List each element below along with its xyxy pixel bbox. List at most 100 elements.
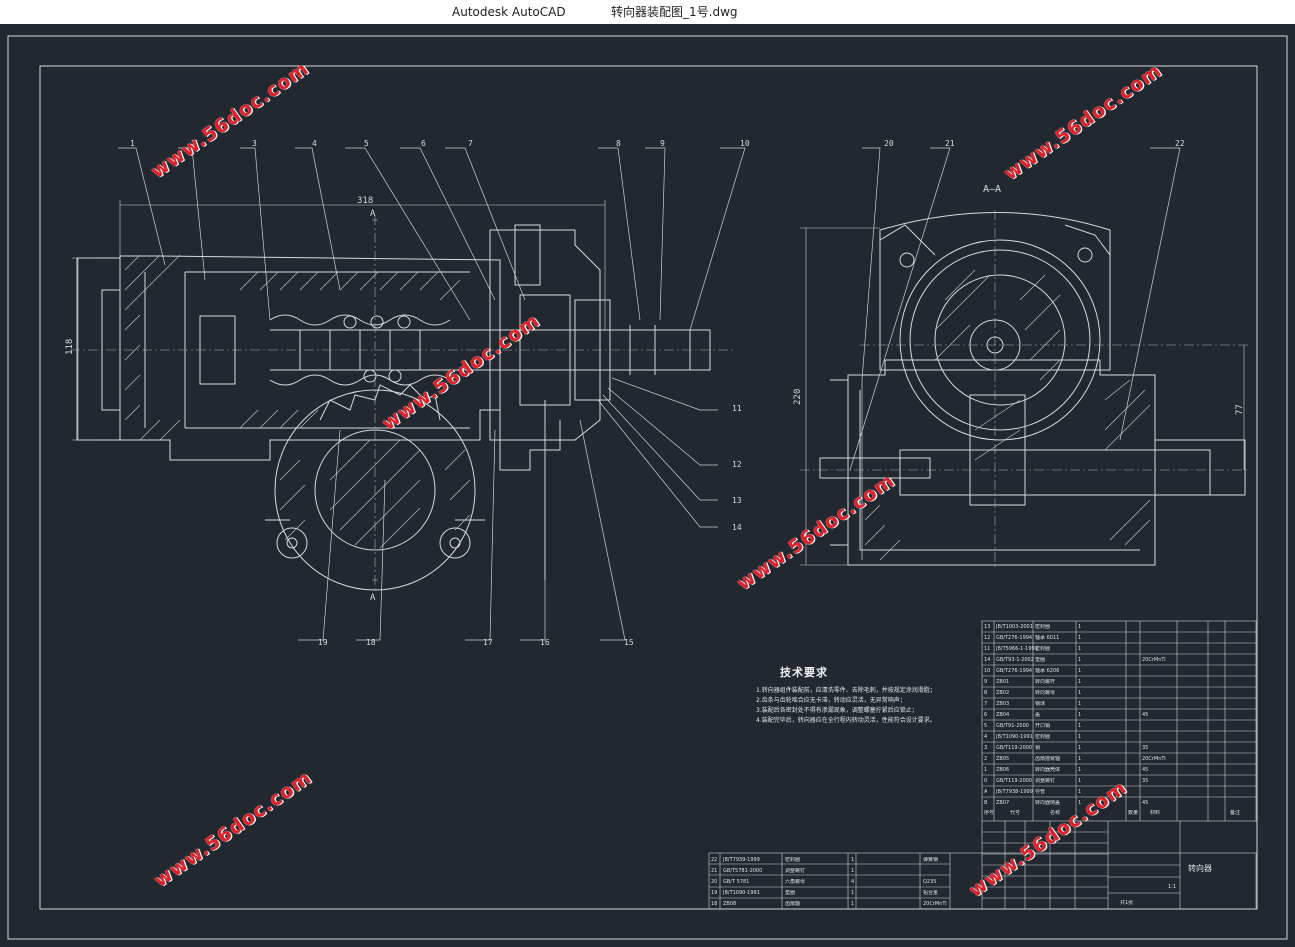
parts-cell: 1	[1078, 745, 1082, 751]
bottom-cell: 22	[711, 857, 718, 863]
callout-6: 6	[421, 139, 426, 148]
callout-22: 22	[1175, 139, 1185, 148]
bottom-cell: 调整螺钉	[785, 868, 806, 874]
centerlines-left	[70, 215, 735, 590]
parts-cell: 1	[1078, 756, 1082, 762]
app-name: Autodesk AutoCAD	[452, 5, 566, 19]
parts-cell: JB/T7938-1999	[996, 789, 1033, 795]
parts-list-table	[981, 620, 1257, 822]
parts-header-cell: 序号	[984, 810, 995, 816]
parts-cell: 1	[1078, 789, 1082, 795]
bottom-cell: 1	[851, 857, 855, 863]
parts-cell: 转向器侧盖	[1035, 800, 1061, 806]
outer-border	[7, 35, 1288, 940]
dim-220: 220	[793, 389, 803, 405]
parts-cell: A	[984, 789, 988, 795]
parts-cell: 1	[1078, 734, 1082, 740]
technical-requirements: 技术要求 1.转向器组件装配前，应清洗零件、去除毛刺，并按规定涂润滑脂； 2.齿…	[756, 667, 938, 726]
parts-cell: 1	[1078, 657, 1082, 663]
bottom-cell: GB/T5781-2000	[723, 868, 763, 874]
parts-cell: 1	[1078, 767, 1082, 773]
parts-cell: 8	[984, 690, 988, 696]
parts-cell: 密封圈	[1035, 646, 1051, 652]
bottom-cell: 1	[851, 868, 855, 874]
parts-cell: 35	[1142, 778, 1149, 784]
title-block-scale: 1:1	[1168, 884, 1177, 890]
inner-border	[39, 65, 1258, 910]
parts-cell: JB/T5966-1-1991	[996, 646, 1038, 652]
parts-cell: ZB02	[996, 690, 1010, 696]
parts-cell: 45	[1142, 800, 1149, 806]
parts-cell: ZB01	[996, 679, 1010, 685]
bottom-cell: 1	[851, 890, 855, 896]
parts-cell: 1	[1078, 646, 1082, 652]
parts-cell: 1	[1078, 624, 1082, 630]
bottom-cell: 20	[711, 879, 718, 885]
parts-cell: B	[984, 800, 988, 806]
parts-cell: 6	[984, 712, 988, 718]
parts-cell: 盖	[1035, 712, 1041, 718]
parts-cell: 1	[1078, 679, 1082, 685]
dimensions-right	[800, 227, 1245, 566]
parts-cell: 1	[1078, 723, 1082, 729]
parts-cell: GB/T91-2000	[996, 723, 1029, 729]
callout-21: 21	[945, 139, 955, 148]
title-block	[708, 821, 1257, 910]
parts-cell: GB/T119-2000	[996, 778, 1033, 784]
callout-2: 2	[191, 139, 196, 148]
bottom-cell: 20CrMnTi	[923, 901, 947, 907]
parts-cell: 5	[984, 723, 988, 729]
centerlines-right	[800, 210, 1250, 570]
callout-11: 11	[732, 404, 742, 413]
leaders-right	[849, 147, 1181, 560]
section-view-title: A—A	[983, 184, 1001, 195]
parts-cell: 轴承 6206	[1035, 668, 1060, 674]
callout-3: 3	[252, 139, 257, 148]
callout-19: 19	[318, 638, 328, 647]
parts-cell: 密封圈	[1035, 624, 1051, 630]
callout-9: 9	[660, 139, 665, 148]
callout-12: 12	[732, 460, 742, 469]
parts-cell: 7	[984, 701, 988, 707]
parts-cell: GB/T119-2000	[996, 745, 1033, 751]
parts-cell: 调整螺钉	[1035, 778, 1056, 784]
parts-cell: 45	[1142, 767, 1149, 773]
parts-cell: ZB03	[996, 701, 1010, 707]
leaders-left	[118, 147, 746, 641]
parts-cell: 1	[984, 767, 988, 773]
parts-cell: 20CrMnTi	[1142, 657, 1166, 663]
parts-header-cell: 材料	[1150, 810, 1161, 816]
hatching-left	[124, 254, 471, 549]
document-name: 转向器装配图_1号.dwg	[611, 5, 738, 19]
callout-4: 4	[312, 139, 317, 148]
bottom-cell: 垫圈	[785, 890, 796, 896]
parts-cell: 转向螺杆	[1035, 679, 1056, 685]
parts-cell: 2	[984, 756, 988, 762]
parts-cell: 14	[984, 657, 991, 663]
title-block-name: 转向器	[1188, 864, 1212, 873]
parts-header-cell: 名称	[1050, 810, 1061, 816]
title-block-sheet: 共1张	[1120, 900, 1134, 906]
parts-cell: JB/T1003-2001	[996, 624, 1033, 630]
parts-cell: 转向螺母	[1035, 690, 1056, 696]
callout-8: 8	[616, 139, 621, 148]
parts-cell: 开口销	[1035, 723, 1051, 729]
parts-cell: GB/T276-1994	[996, 668, 1033, 674]
dim-318: 318	[357, 196, 373, 206]
parts-cell: 垫圈	[1035, 657, 1046, 663]
tech-line-4: 4.装配完毕后，转向器应在全行程内转动灵活，性能符合设计要求。	[756, 717, 936, 724]
parts-cell: 9	[984, 679, 988, 685]
drawing-canvas[interactable]: A A 318 118 220 77 A—A 1 2 3 4 5 6 7 8 9…	[0, 24, 1295, 947]
bottom-cell: 齿扇轴	[785, 901, 801, 907]
bottom-cell: 六角螺母	[785, 879, 806, 885]
parts-cell: ZB04	[996, 712, 1010, 718]
dim-118: 118	[65, 339, 75, 355]
callout-1: 1	[130, 139, 135, 148]
bottom-cell: 铝合金	[923, 890, 939, 896]
parts-cell: 3	[984, 745, 988, 751]
tech-line-3: 3.装配后各密封处不得有渗漏现象，调整螺塞拧紧后应锁止；	[756, 707, 918, 714]
bottom-cell: JB/T7939-1999	[723, 857, 760, 863]
parts-cell: 钢球	[1035, 701, 1046, 707]
bottom-cell: 1	[851, 901, 855, 907]
parts-cell: 1	[1078, 701, 1082, 707]
